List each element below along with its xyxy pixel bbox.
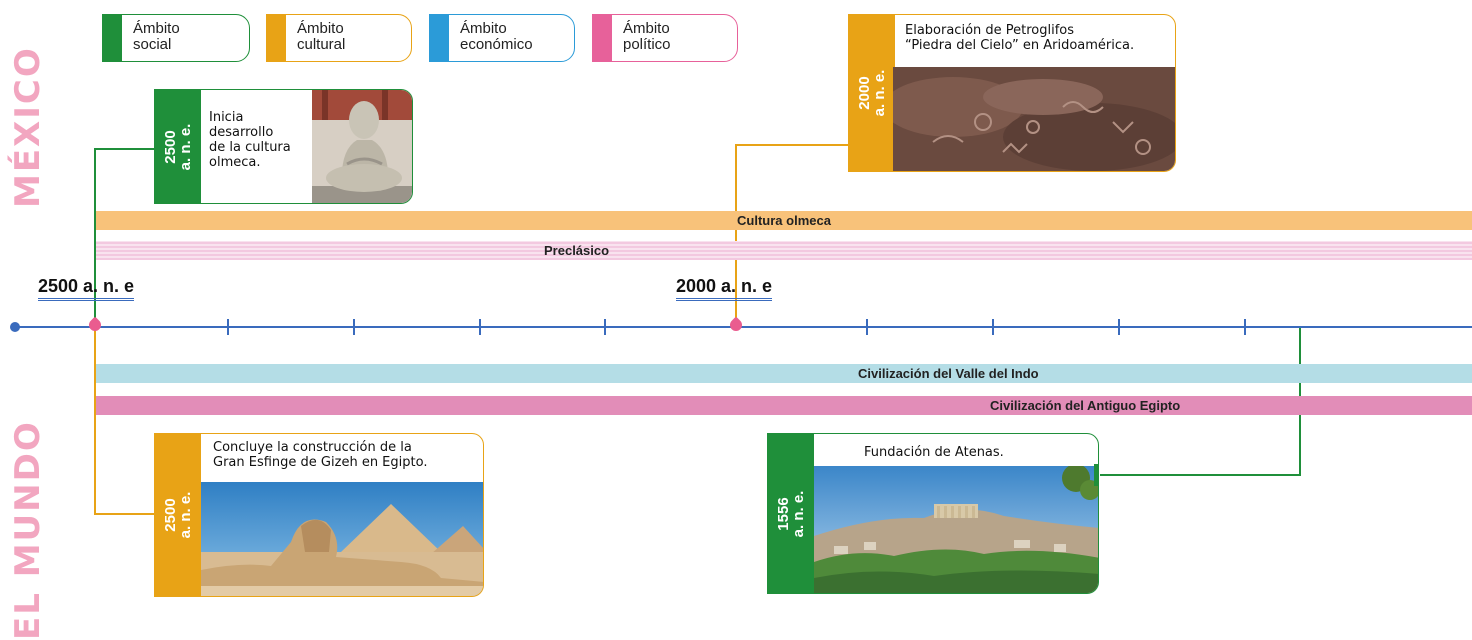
esfinge-connector-horizontal bbox=[94, 513, 156, 515]
period-bar-indo: Civilización del Valle del Indo bbox=[96, 364, 1472, 383]
axis-tick bbox=[353, 319, 355, 335]
event-date-tab: 2500 a. n. e. bbox=[155, 90, 201, 203]
acropolis-image bbox=[814, 466, 1098, 593]
timeline-axis-start bbox=[10, 322, 20, 332]
event-date-tab: 2500 a. n. e. bbox=[155, 434, 201, 596]
timeline-axis bbox=[14, 326, 1472, 328]
year-label-2000: 2000 a. n. e bbox=[676, 276, 773, 301]
axis-tick bbox=[1244, 319, 1246, 335]
period-bar-olmeca: Cultura olmeca bbox=[96, 211, 1472, 230]
petroglyph-rock-image bbox=[893, 67, 1175, 171]
marker-2000 bbox=[727, 316, 745, 334]
legend-political-label: Ámbito político bbox=[623, 20, 671, 53]
legend-economic: Ámbito económico bbox=[429, 14, 575, 62]
event-card-olmeca: 2500 a. n. e. Inicia desarrollo de la cu… bbox=[154, 89, 413, 204]
olmec-sculpture-image bbox=[312, 90, 412, 203]
event-card-esfinge: 2500 a. n. e. Concluye la construcción d… bbox=[154, 433, 484, 597]
event-date: 1556 a. n. e. bbox=[775, 490, 807, 537]
event-text: Inicia desarrollo de la cultura olmeca. bbox=[209, 110, 291, 170]
card-nub bbox=[849, 135, 852, 157]
event-date: 2500 a. n. e. bbox=[162, 491, 194, 539]
legend-social-swatch bbox=[102, 14, 122, 62]
period-bar-egipto: Civilización del Antiguo Egipto bbox=[96, 396, 1472, 415]
esfinge-connector-vertical bbox=[94, 328, 96, 514]
period-label-egipto: Civilización del Antiguo Egipto bbox=[990, 398, 1181, 413]
period-label-preclasico: Preclásico bbox=[544, 243, 610, 258]
legend-social: Ámbito social bbox=[102, 14, 250, 62]
period-bar-preclasico: Preclásico bbox=[96, 241, 1472, 260]
legend-economic-label: Ámbito económico bbox=[460, 20, 533, 53]
axis-tick bbox=[866, 319, 868, 335]
legend-social-label: Ámbito social bbox=[133, 20, 180, 53]
card-nub bbox=[155, 138, 158, 160]
card-nub bbox=[1094, 464, 1098, 486]
legend-cultural-label: Ámbito cultural bbox=[297, 20, 346, 53]
marker-2500 bbox=[86, 316, 104, 334]
sphinx-image bbox=[201, 482, 483, 596]
year-label-2500: 2500 a. n. e bbox=[38, 276, 135, 301]
axis-tick bbox=[479, 319, 481, 335]
legend-cultural-swatch bbox=[266, 14, 286, 62]
event-card-atenas: 1556 a. n. e. Fundación de Atenas. bbox=[767, 433, 1099, 594]
olmeca-connector-vertical bbox=[94, 148, 96, 328]
event-card-petroglifos: 2000 a. n. e. Elaboración de Petroglifos… bbox=[848, 14, 1176, 172]
event-text: Fundación de Atenas. bbox=[864, 445, 1004, 460]
event-date-tab: 2000 a. n. e. bbox=[849, 15, 895, 171]
axis-tick bbox=[1118, 319, 1120, 335]
petroglifos-connector-vertical bbox=[735, 144, 737, 328]
legend-economic-swatch bbox=[429, 14, 449, 62]
atenas-connector-horizontal bbox=[1100, 474, 1301, 476]
legend-cultural: Ámbito cultural bbox=[266, 14, 412, 62]
event-date: 2500 a. n. e. bbox=[162, 123, 194, 170]
legend-political-swatch bbox=[592, 14, 612, 62]
axis-tick bbox=[227, 319, 229, 335]
petroglifos-connector-horizontal bbox=[735, 144, 849, 146]
olmeca-connector-horizontal bbox=[94, 148, 156, 150]
event-date-tab: 1556 a. n. e. bbox=[768, 434, 814, 593]
event-date: 2000 a. n. e. bbox=[856, 69, 888, 117]
world-side-label: EL MUNDO bbox=[8, 420, 48, 640]
legend-political: Ámbito político bbox=[592, 14, 738, 62]
period-label-indo: Civilización del Valle del Indo bbox=[858, 366, 1039, 381]
axis-tick bbox=[992, 319, 994, 335]
event-text: Elaboración de Petroglifos “Piedra del C… bbox=[905, 23, 1135, 53]
axis-tick bbox=[604, 319, 606, 335]
event-text: Concluye la construcción de la Gran Esfi… bbox=[213, 440, 428, 470]
card-nub bbox=[155, 504, 158, 526]
mexico-side-label: MÉXICO bbox=[8, 46, 48, 208]
